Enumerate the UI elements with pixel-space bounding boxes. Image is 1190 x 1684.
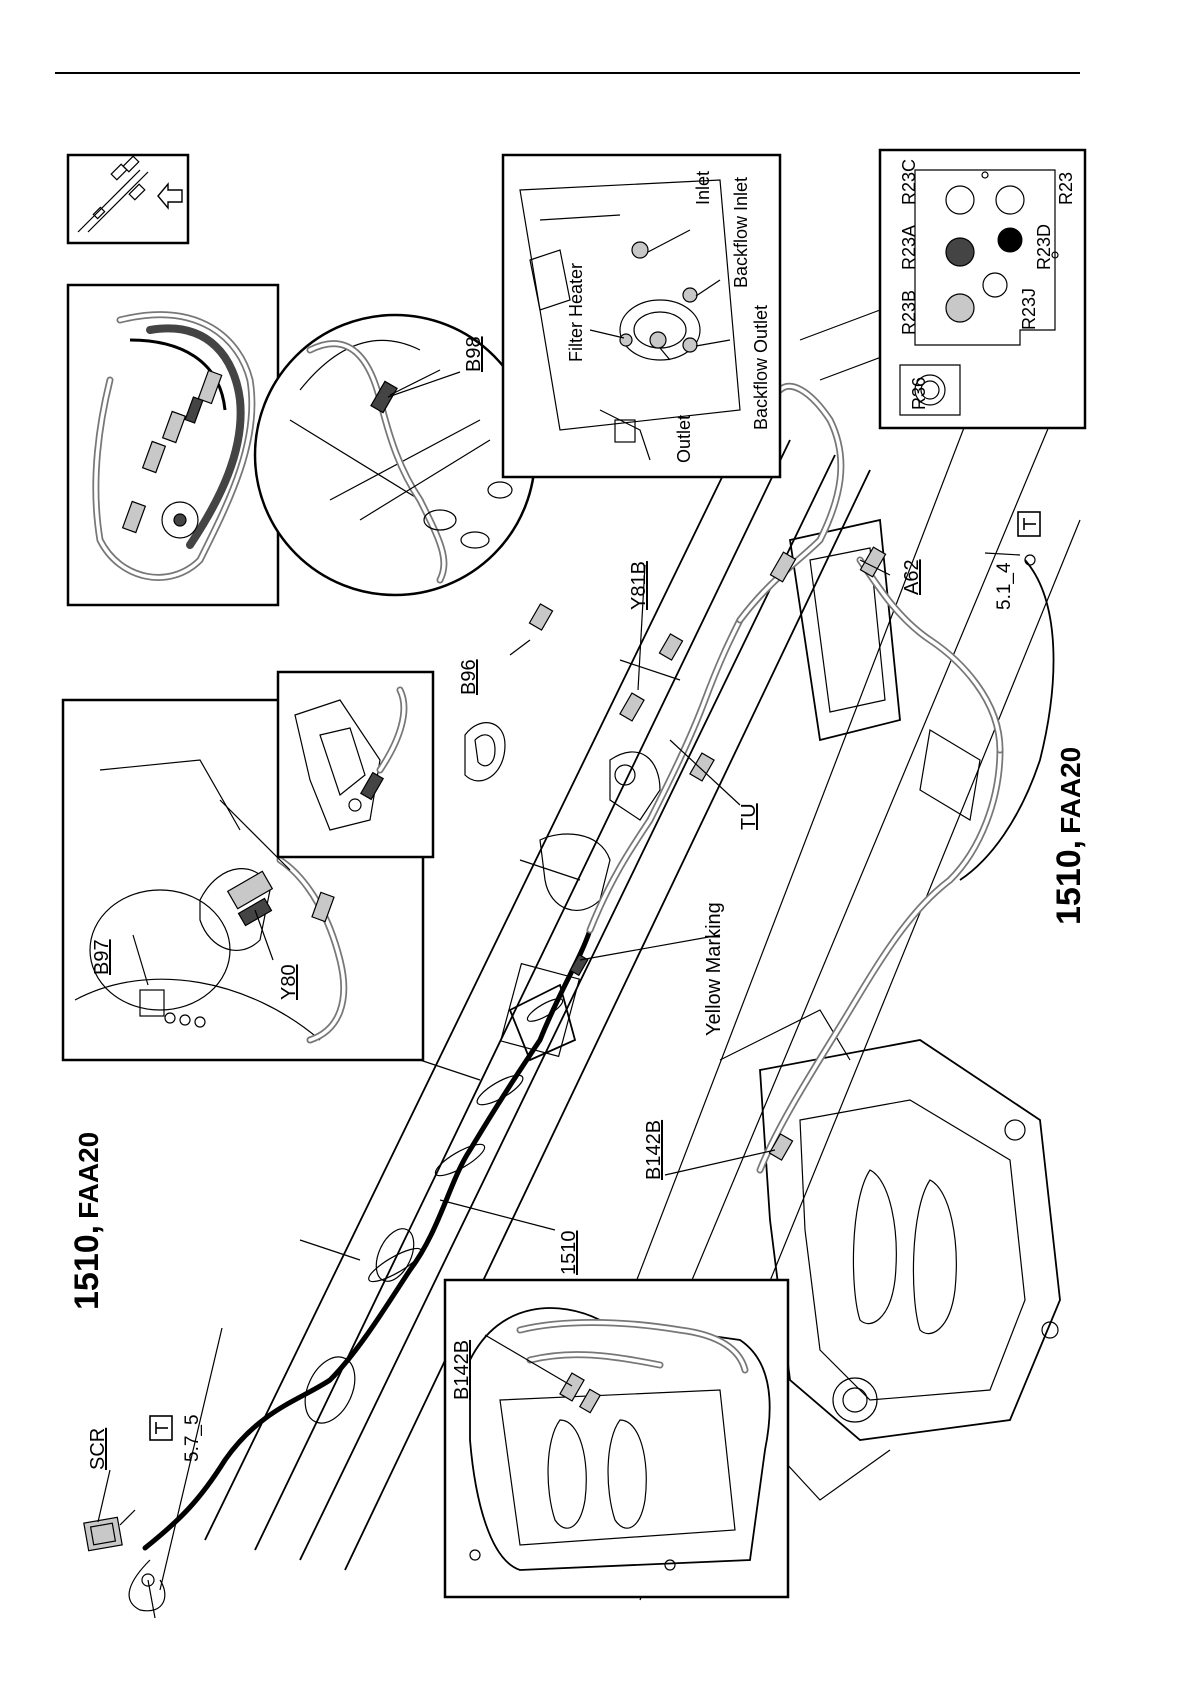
- label-r23a: R23A: [899, 225, 919, 270]
- label-r23: R23: [1056, 172, 1076, 205]
- headline-right-code: 1510: [1050, 849, 1088, 925]
- headline-left: 1510, FAA20: [68, 1132, 106, 1310]
- inset-bracket: [278, 672, 433, 857]
- label-1510: 1510: [558, 1231, 580, 1276]
- headline-right-sep: ,: [1050, 840, 1088, 849]
- label-a62: A62: [901, 559, 923, 595]
- ground-symbol-right: [1018, 512, 1040, 536]
- inset-b142b-tank: [445, 1280, 788, 1597]
- label-b98: B98: [463, 336, 485, 372]
- label-filter-heater: Filter Heater: [566, 263, 586, 362]
- inset-b98: [255, 315, 535, 595]
- label-b142b-inset: B142B: [451, 1340, 473, 1400]
- label-r23j: R23J: [1019, 288, 1039, 330]
- headline-left-sep: ,: [68, 1225, 106, 1234]
- label-r23b: R23B: [899, 290, 919, 335]
- direction-indicator: [68, 155, 188, 243]
- scr-connector: [84, 1510, 155, 1618]
- label-ground-left-ref: 5.7_5: [182, 1414, 203, 1462]
- ground-symbol-left: [150, 1416, 172, 1440]
- headline-right: 1510, FAA20: [1050, 747, 1088, 925]
- label-b96: B96: [458, 659, 480, 695]
- label-b97: B97: [91, 939, 113, 975]
- label-backflow-inlet: Backflow Inlet: [731, 177, 751, 288]
- label-inlet: Inlet: [693, 171, 713, 205]
- headline-right-circuit: FAA20: [1055, 747, 1086, 834]
- label-r23d: R23D: [1034, 224, 1054, 270]
- label-scr: SCR: [87, 1428, 109, 1470]
- label-ground-right-ref: 5.1_4: [994, 562, 1015, 610]
- label-yellow-marking: Yellow Marking: [703, 902, 725, 1036]
- label-r23c: R23C: [899, 159, 919, 205]
- label-y81b: Y81B: [628, 561, 650, 610]
- label-r36: R36: [909, 377, 929, 410]
- label-backflow-outlet: Backflow Outlet: [751, 305, 771, 430]
- label-tu: TU: [738, 803, 760, 830]
- headline-left-circuit: FAA20: [73, 1132, 104, 1219]
- label-y80: Y80: [278, 964, 300, 1000]
- headline-left-code: 1510: [68, 1234, 106, 1310]
- inset-harness-loop: [68, 285, 278, 605]
- label-b142b-main: B142B: [643, 1120, 665, 1180]
- label-outlet: Outlet: [674, 415, 694, 463]
